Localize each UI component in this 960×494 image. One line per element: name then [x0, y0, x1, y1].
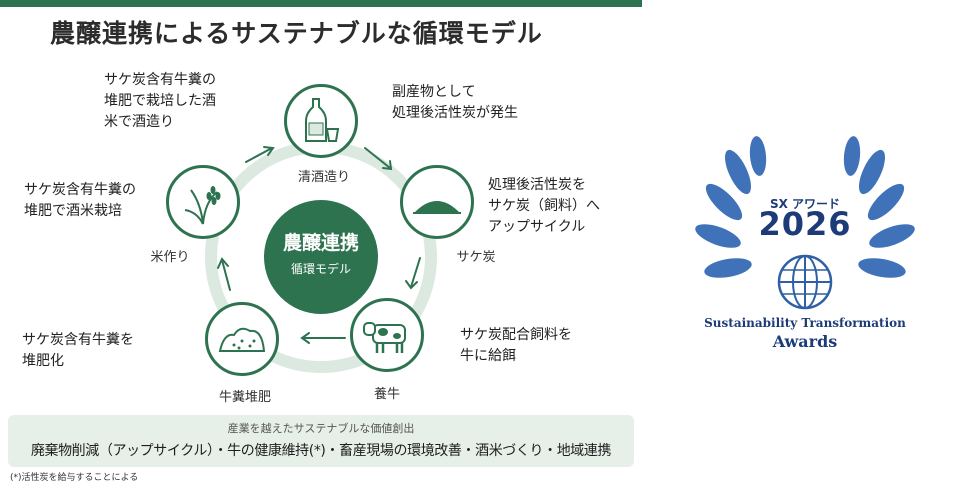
- globe-icon: [777, 254, 833, 310]
- sake-bottle-icon: [305, 98, 340, 142]
- top-accent-bar: [0, 0, 642, 7]
- center-title: 農醸連携: [282, 232, 359, 254]
- description-byproduct: 副産物として 処理後活性炭が発生: [392, 84, 518, 121]
- value-panel-body: 廃棄物削減（アップサイクル）・牛の健康維持(*)・畜産現場の環境改善・酒米づくり…: [30, 443, 612, 459]
- arrow-head: [300, 332, 310, 344]
- description-feeding: サケ炭配合飼料を 牛に給餌: [460, 327, 572, 364]
- award-emblem: SX アワード 2026 Sustainability Transformati…: [680, 110, 930, 360]
- compost-icon: [218, 327, 266, 352]
- arrow-sake-to-charcoal: [364, 147, 391, 169]
- node-compost: [205, 302, 279, 376]
- arrow-head: [263, 146, 275, 156]
- description-rice-farming: サケ炭含有牛糞の 堆肥で酒米栽培: [24, 182, 136, 219]
- description-upcycle: 処理後活性炭を サケ炭（飼料）へ アップサイクル: [488, 177, 600, 235]
- node-rice-farming: [166, 165, 240, 239]
- laurel-wreath-icon: [695, 136, 915, 310]
- center-subtitle: 循環モデル: [290, 262, 351, 276]
- node-label-cattle: 養牛: [373, 387, 400, 402]
- arrow-head: [405, 280, 418, 290]
- arrow-charcoal-to-cow: [410, 257, 421, 288]
- node-label-charcoal: サケ炭: [456, 250, 496, 265]
- node-label-compost: 牛糞堆肥: [218, 390, 271, 405]
- arrow-head: [217, 257, 229, 269]
- page-title: 農醸連携によるサステナブルな循環モデル: [50, 19, 543, 48]
- value-panel-heading: 産業を越えたサステナブルな価値創出: [227, 422, 415, 435]
- cow-icon: [363, 322, 406, 353]
- center-circle: 農醸連携 循環モデル: [264, 200, 378, 314]
- value-panel: 産業を越えたサステナブルな価値創出 廃棄物削減（アップサイクル）・牛の健康維持(…: [8, 415, 634, 467]
- award-year: 2026: [758, 205, 852, 243]
- node-label-sake: 清酒造り: [297, 170, 350, 185]
- footnote: (*)活性炭を給与することによる: [10, 473, 139, 483]
- arrow-compost-to-rice: [221, 259, 231, 291]
- node-sake-charcoal: [400, 165, 474, 239]
- arrow-rice-to-sake: [245, 147, 273, 163]
- cycle-diagram: 農醸連携 循環モデル 清酒造り サケ炭 養牛: [22, 72, 600, 405]
- award-badge-label: SX アワード: [769, 197, 841, 211]
- node-cattle: [350, 298, 424, 372]
- node-label-rice: 米作り: [150, 250, 190, 265]
- description-composting: サケ炭含有牛糞を 堆肥化: [22, 332, 134, 369]
- node-sake-brewing: [284, 84, 358, 158]
- award-name-line2: Awards: [772, 332, 838, 351]
- award-name-line1: Sustainability Transformation: [704, 316, 906, 330]
- rice-plant-icon: [184, 186, 221, 225]
- description-sake-brewing: サケ炭含有牛糞の 堆肥で栽培した酒 米で酒造り: [104, 72, 216, 130]
- arrow-head: [382, 160, 393, 171]
- charcoal-pile-icon: [413, 201, 461, 214]
